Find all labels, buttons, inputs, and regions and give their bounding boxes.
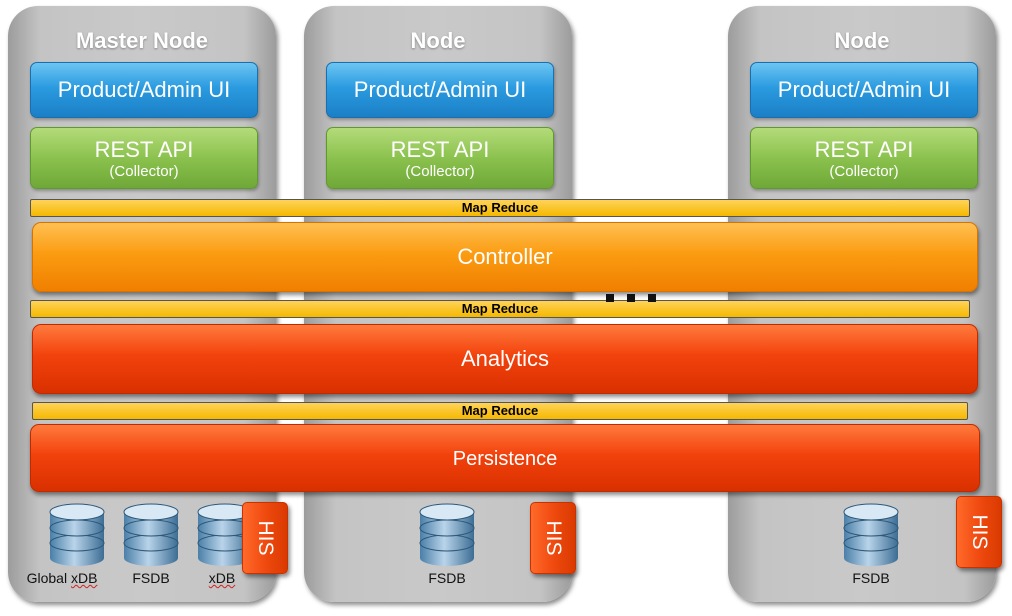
rest-api-label: REST API [814,137,914,162]
node-title: Node [410,28,466,53]
node-title: Master Node [75,28,209,53]
analytics-layer: Analytics [32,324,978,394]
database-icon [48,502,106,568]
db-label-fsdb: FSDB [132,570,170,586]
rest-api-label: REST API [94,137,194,162]
rest-api-sublabel: (Collector) [109,163,179,180]
rest-api-label: REST API [390,137,490,162]
controller-layer: Controller [32,222,978,292]
his-box: HIS [242,502,288,574]
db-label-fsdb: FSDB [852,570,890,586]
database-icon [842,502,900,568]
ellipsis-dot [627,294,635,302]
product-admin-ui-box: Product/Admin UI [30,62,258,118]
rest-api-sublabel: (Collector) [405,163,475,180]
persistence-layer: Persistence [30,424,980,492]
rest-api-box: REST API (Collector) [30,127,258,189]
ellipsis-dot [648,294,656,302]
rest-api-box: REST API (Collector) [326,127,554,189]
his-label: HIS [542,520,565,556]
his-box: HIS [530,502,576,574]
db-label-fsdb: FSDB [428,570,466,586]
map-reduce-bar: Map Reduce [30,199,970,217]
his-label: HIS [968,514,991,550]
rest-api-sublabel: (Collector) [829,163,899,180]
db-label-xdb: xDB [208,570,236,586]
map-reduce-bar: Map Reduce [30,300,970,318]
his-label: HIS [254,520,277,556]
db-label-global-xdb: Global xDB [26,570,98,586]
his-box: HIS [956,496,1002,568]
ellipsis-dot [606,294,614,302]
database-icon [418,502,476,568]
database-icon [122,502,180,568]
product-admin-ui-box: Product/Admin UI [326,62,554,118]
map-reduce-bar: Map Reduce [32,402,968,420]
node-title: Node [834,28,890,53]
product-admin-ui-box: Product/Admin UI [750,62,978,118]
rest-api-box: REST API (Collector) [750,127,978,189]
